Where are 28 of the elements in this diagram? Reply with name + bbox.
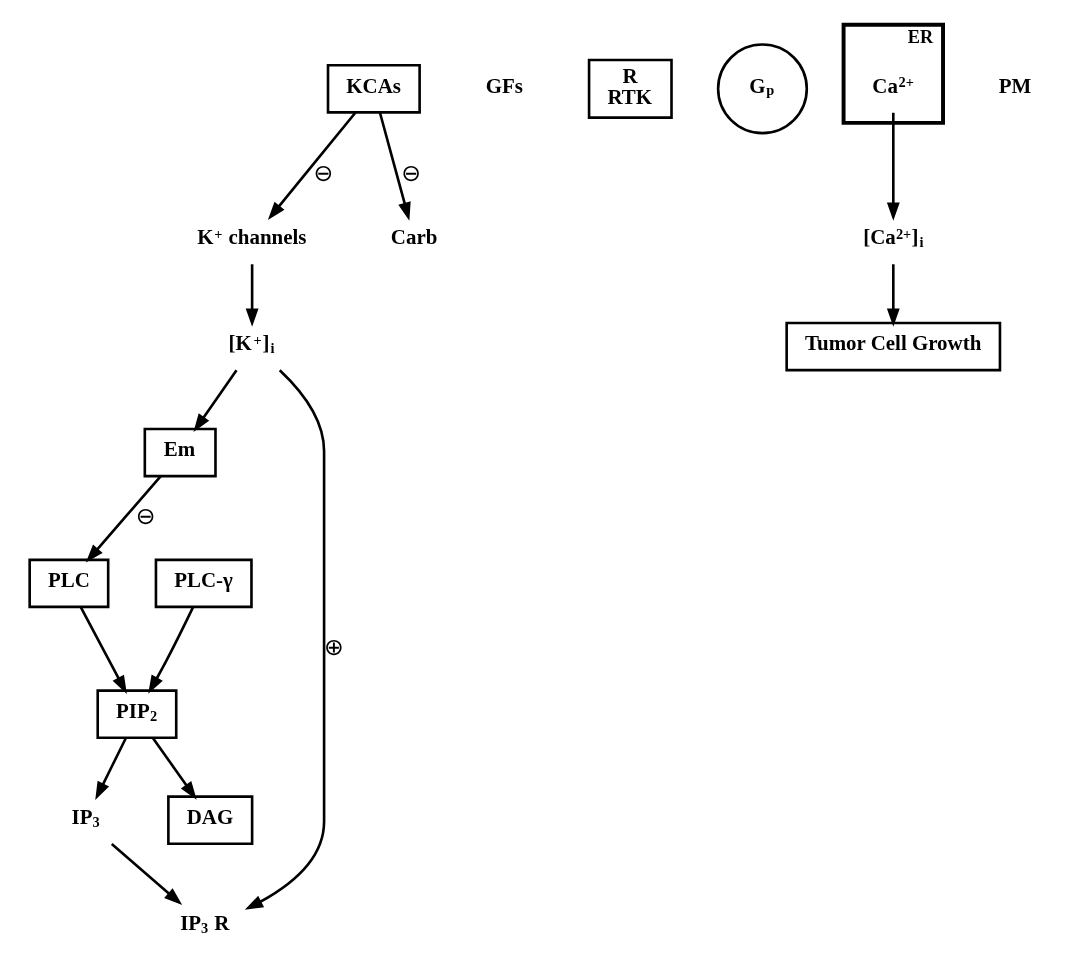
- edge-label: ⊖: [401, 158, 422, 187]
- node-box: PLC-γ: [154, 558, 253, 608]
- node-box: Tumor Cell Growth: [785, 321, 1002, 371]
- arrow: [886, 263, 900, 327]
- arrow: [95, 736, 128, 800]
- node-text: GFs: [485, 72, 523, 97]
- arrow: [79, 605, 127, 694]
- node-box: DAG: [167, 794, 254, 845]
- arrow: [244, 368, 326, 910]
- node-box: KCAs: [326, 63, 421, 114]
- node-box: PLC: [28, 558, 110, 608]
- arrow: [378, 111, 411, 221]
- arrow: [245, 263, 259, 327]
- arrow: [151, 736, 197, 800]
- arrow: [85, 474, 162, 563]
- node-box: R RTK: [587, 58, 673, 119]
- edge-label: ⊖: [135, 501, 156, 530]
- node-text: Carb: [390, 224, 438, 249]
- edge-label: ⊖: [313, 158, 334, 187]
- node-text: K+ channels: [197, 224, 307, 249]
- arrow: [110, 842, 183, 905]
- arrow: [148, 606, 195, 694]
- edge-label: ⊕: [324, 632, 344, 661]
- arrow: [193, 369, 238, 432]
- arrow: [886, 112, 900, 221]
- arrow: [267, 111, 357, 220]
- node-box: Em: [143, 427, 217, 477]
- label: PM: [998, 72, 1032, 97]
